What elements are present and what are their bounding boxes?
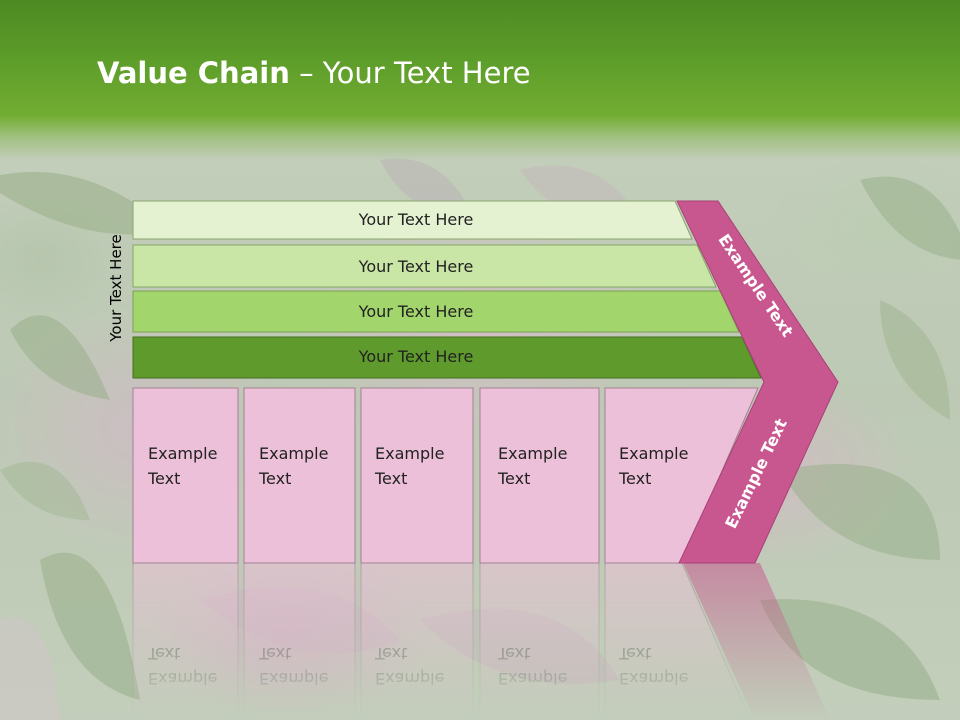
reflection-group: Example Text Example Text Example Text E… xyxy=(132,562,830,720)
column-2 xyxy=(243,387,356,564)
reflection-text: Example xyxy=(259,669,328,688)
leaf-shape xyxy=(880,300,950,420)
column-reflection xyxy=(479,562,600,720)
column-3-line1: Example xyxy=(375,444,444,463)
reflection-text: Text xyxy=(258,644,291,663)
leaf-shape xyxy=(380,158,470,212)
leaf-shape xyxy=(0,461,90,520)
column-4 xyxy=(479,387,600,564)
reflection-text: Text xyxy=(147,644,180,663)
leaf-shape xyxy=(780,464,940,560)
column-1-line1: Example xyxy=(148,444,217,463)
reflection-text: Text xyxy=(374,644,407,663)
column-2-line1: Example xyxy=(259,444,328,463)
reflection-text: Example xyxy=(619,669,688,688)
column-reflection xyxy=(360,562,474,720)
band-2 xyxy=(132,244,717,288)
slide-title: Value Chain – Your Text Here xyxy=(97,56,531,90)
column-3 xyxy=(360,387,474,564)
column-3-line2: Text xyxy=(374,469,407,488)
leaf-shape xyxy=(40,552,140,700)
reflection-text: Text xyxy=(618,644,651,663)
leaf-shape xyxy=(0,171,170,235)
column-5-line1: Example xyxy=(619,444,688,463)
band-1-label: Your Text Here xyxy=(358,210,474,229)
column-1 xyxy=(132,387,239,564)
reflection-text: Example xyxy=(148,669,217,688)
header-bar xyxy=(0,0,960,160)
reflection-text: Text xyxy=(497,644,530,663)
leaf-shape xyxy=(860,176,960,260)
band-3 xyxy=(132,290,740,333)
band-1 xyxy=(132,200,693,240)
chevron-reflection xyxy=(683,563,830,720)
leaf-shape xyxy=(760,599,940,700)
column-4-line1: Example xyxy=(498,444,567,463)
band-3-label: Your Text Here xyxy=(358,302,474,321)
column-5-line2: Text xyxy=(618,469,651,488)
reflection-text: Example xyxy=(375,669,444,688)
band-4 xyxy=(132,336,762,379)
column-1-line2: Text xyxy=(147,469,180,488)
leaf-shape xyxy=(0,617,60,720)
column-reflection xyxy=(243,562,356,720)
band-2-label: Your Text Here xyxy=(358,257,474,276)
leaf-shape xyxy=(10,315,110,400)
band-4-label: Your Text Here xyxy=(358,347,474,366)
column-2-line2: Text xyxy=(258,469,291,488)
column-4-line2: Text xyxy=(497,469,530,488)
title-regular: – Your Text Here xyxy=(289,56,531,90)
title-bold: Value Chain xyxy=(97,56,290,90)
reflection-text: Example xyxy=(498,669,567,688)
column-reflection xyxy=(132,562,239,720)
chevron-arrow xyxy=(676,200,839,564)
